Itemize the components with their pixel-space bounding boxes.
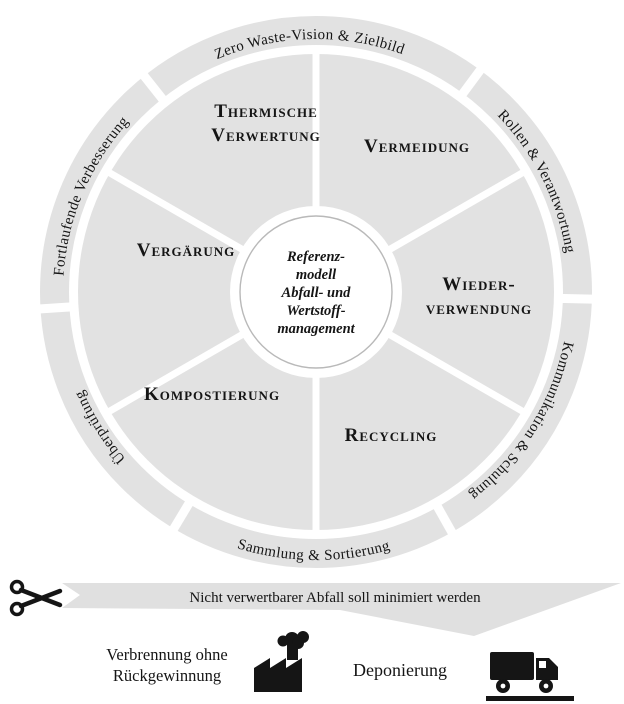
incineration-line: Rückgewinnung bbox=[113, 666, 221, 685]
ring-gap bbox=[456, 63, 487, 100]
incineration-label: Verbrennung ohne Rückgewinnung bbox=[106, 645, 227, 685]
segment-label-thermische-verwertung: Thermische Verwertung bbox=[211, 101, 320, 146]
ring-gap bbox=[167, 497, 195, 536]
banner-text: Nicht verwertbarer Abfall soll minimiert… bbox=[189, 590, 481, 606]
segment-label-line: verwendung bbox=[426, 298, 532, 319]
landfill-label: Deponierung bbox=[353, 660, 447, 680]
ring-gap bbox=[137, 69, 169, 105]
segment-label-line: Thermische bbox=[214, 101, 318, 122]
scissors-icon bbox=[9, 579, 63, 617]
outer-ring-gaps bbox=[36, 63, 598, 539]
segment-label-recycling: Recycling bbox=[345, 425, 438, 446]
segment-label-line: Verwertung bbox=[211, 125, 320, 146]
ring-gap bbox=[558, 293, 598, 304]
hub-line: management bbox=[277, 321, 355, 337]
hub-circle bbox=[239, 215, 393, 369]
segment-label-line: Vergärung bbox=[137, 240, 236, 261]
segment-label-vergaerung: Vergärung bbox=[137, 240, 236, 261]
factory-icon bbox=[254, 631, 309, 692]
segment-label-line: Vermeidung bbox=[364, 136, 470, 157]
segment-label-kompostierung: Kompostierung bbox=[144, 384, 280, 405]
cut-banner bbox=[62, 583, 621, 636]
ground-line bbox=[486, 696, 574, 701]
hub-line: Wertstoff- bbox=[286, 303, 345, 319]
hub-line: modell bbox=[296, 267, 336, 283]
incineration-line: Verbrennung ohne bbox=[106, 645, 227, 664]
truck-icon bbox=[486, 652, 574, 701]
segment-label-vermeidung: Vermeidung bbox=[364, 136, 470, 157]
segment-label-line: Kompostierung bbox=[144, 384, 280, 405]
hub-line: Abfall- und bbox=[281, 285, 352, 301]
ring-gap bbox=[431, 501, 459, 539]
hub-label: Referenz- modell Abfall- und Wertstoff- … bbox=[277, 249, 355, 337]
segment-label-wiederverwendung: Wieder- verwendung bbox=[426, 274, 532, 319]
segment-label-line: Recycling bbox=[345, 425, 438, 446]
hub-line: Referenz- bbox=[286, 249, 345, 265]
segment-label-line: Wieder- bbox=[442, 274, 516, 295]
outer-ring bbox=[40, 16, 592, 568]
ring-gap bbox=[36, 302, 74, 314]
